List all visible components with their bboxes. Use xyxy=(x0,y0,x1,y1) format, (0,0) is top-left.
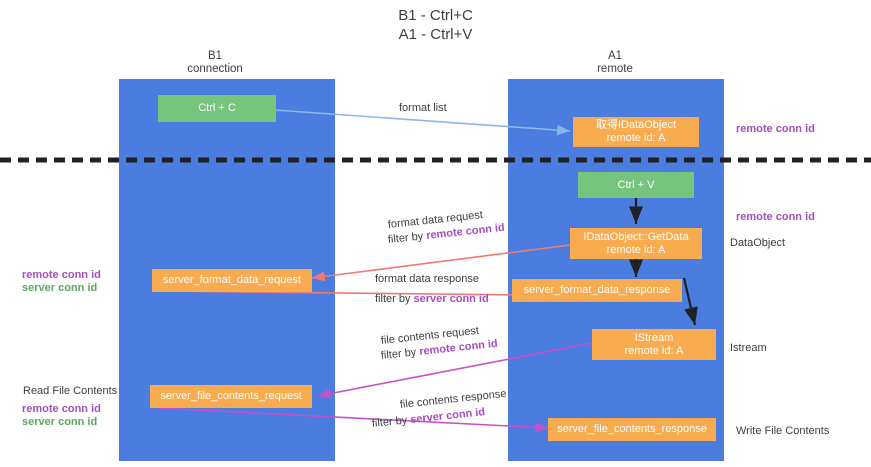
node-server-file-contents-request[interactable]: server_file_contents_request xyxy=(150,385,312,408)
filter-key-server-conn-id: server conn id xyxy=(413,293,489,305)
annotation-left-server-conn-id: server conn id xyxy=(22,282,98,294)
annotation-dataobject: DataObject xyxy=(730,237,786,249)
edge-label-format-data-request: format data request filter by remote con… xyxy=(387,209,505,248)
node-server-format-data-response[interactable]: server_format_data_response xyxy=(512,279,682,302)
filter-prefix: filter by xyxy=(371,414,411,430)
annotation-remote-conn-id-mid: remote conn id xyxy=(736,211,815,223)
filter-prefix: filter by xyxy=(375,293,414,305)
edge-label-format-data-response-line2: filter by server conn id xyxy=(375,292,489,307)
annotation-left-bottom-remote-conn-id: remote conn id xyxy=(22,403,101,415)
column-header-a1: A1 remote xyxy=(597,50,633,75)
page-title: B1 - Ctrl+C A1 - Ctrl+V xyxy=(398,7,473,43)
edge-label-file-contents-request: file contents request filter by remote c… xyxy=(380,325,498,364)
node-ctrl-v[interactable]: Ctrl + V xyxy=(578,172,694,198)
node-get-idataobject[interactable]: 取得IDataObject remote id: A xyxy=(573,117,699,147)
annotation-read-file-contents: Read File Contents xyxy=(23,385,118,397)
edge-label-format-data-response: format data response filter by server co… xyxy=(375,272,489,307)
edge-label-format-list: format list xyxy=(399,102,447,114)
annotation-left-remote-conn-id: remote conn id xyxy=(22,269,101,281)
node-server-file-contents-response[interactable]: server_file_contents_response xyxy=(548,418,716,441)
annotation-left-bottom-server-conn-id: server conn id xyxy=(22,416,98,428)
node-istream[interactable]: IStream remote id: A xyxy=(592,329,716,360)
column-header-b1: B1 connection xyxy=(187,50,243,75)
filter-prefix: filter by xyxy=(380,346,420,362)
node-ctrl-c[interactable]: Ctrl + C xyxy=(158,95,276,122)
node-idataobject-getdata[interactable]: IDataObject::GetData remote id: A xyxy=(570,228,702,259)
edge-label-format-data-response-line1: format data response xyxy=(375,273,479,285)
annotation-istream: Istream xyxy=(730,342,767,354)
annotation-write-file-contents: Write File Contents xyxy=(736,425,830,437)
filter-prefix: filter by xyxy=(387,230,427,246)
annotation-remote-conn-id-top: remote conn id xyxy=(736,123,815,135)
node-server-format-data-request[interactable]: server_format_data_request xyxy=(152,269,312,292)
edge-label-file-contents-response: file contents response filter by server … xyxy=(371,388,507,432)
